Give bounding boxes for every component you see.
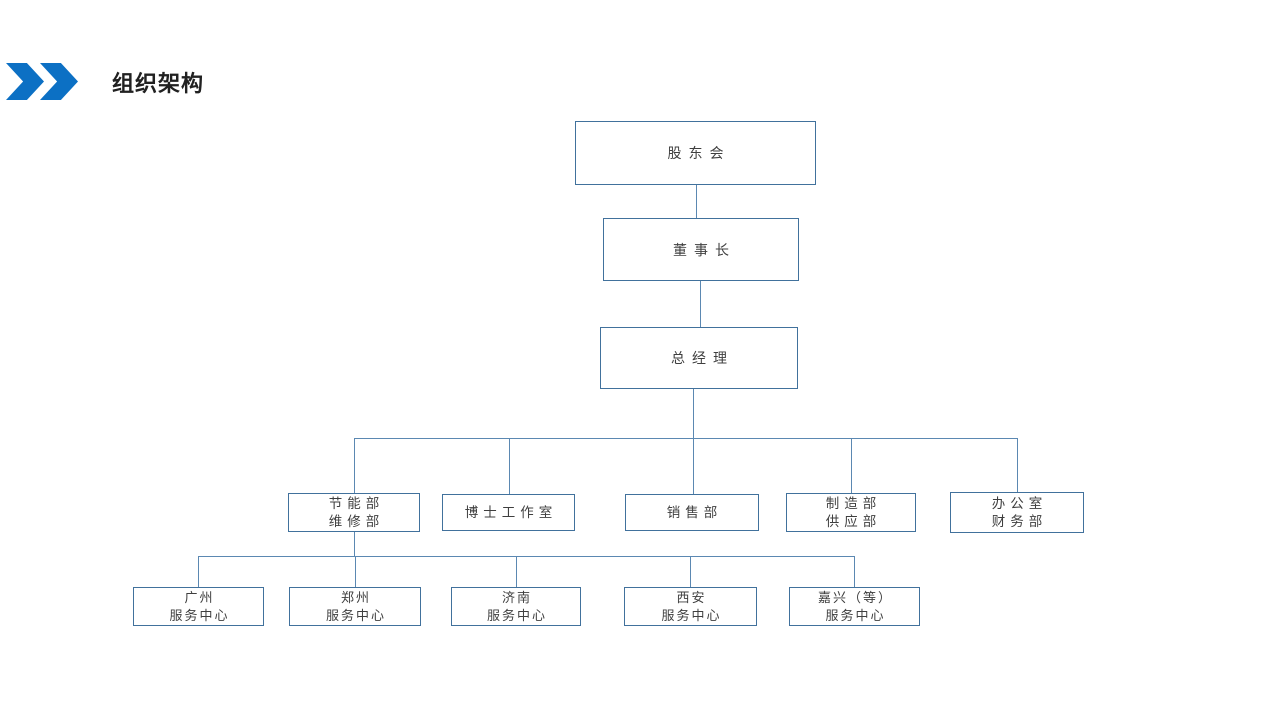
org-node-label: 博士工作室 — [464, 504, 558, 520]
org-node-label: 服务中心 — [661, 607, 722, 623]
connector-line — [198, 556, 199, 587]
chevron-right-icon — [6, 63, 44, 100]
connector-line — [696, 185, 697, 218]
org-node-zhengzhou-service-center: 郑州 服务中心 — [289, 587, 421, 626]
org-node-label: 节能部 — [328, 495, 385, 511]
connector-line — [354, 532, 355, 556]
org-node-label: 广州 — [184, 589, 215, 605]
org-node-doctor-studio: 博士工作室 — [442, 494, 575, 531]
org-node-chairman: 董事长 — [603, 218, 799, 281]
connector-line — [354, 438, 1017, 439]
org-node-label: 服务中心 — [325, 607, 386, 623]
connector-line — [509, 438, 510, 494]
org-node-energy-maintenance-dept: 节能部 维修部 — [288, 493, 420, 532]
connector-line — [198, 556, 855, 557]
page-title: 组织架构 — [112, 71, 205, 96]
org-node-shareholders: 股东会 — [575, 121, 816, 185]
connector-line — [690, 556, 691, 587]
org-node-label: 总经理 — [671, 350, 734, 366]
chevron-right-icon — [40, 63, 78, 100]
org-node-xian-service-center: 西安 服务中心 — [624, 587, 757, 626]
org-node-label: 服务中心 — [169, 607, 230, 623]
org-node-label: 嘉兴（等） — [817, 589, 893, 605]
org-node-office-finance-dept: 办公室 财务部 — [950, 492, 1084, 533]
connector-line — [693, 389, 694, 494]
org-node-label: 西安 — [676, 589, 707, 605]
org-node-jinan-service-center: 济南 服务中心 — [451, 587, 581, 626]
org-node-label: 郑州 — [340, 589, 371, 605]
org-node-label: 制造部 — [825, 495, 882, 511]
connector-line — [854, 556, 855, 587]
org-node-jiaxing-service-center: 嘉兴（等） 服务中心 — [789, 587, 920, 626]
org-node-manufacturing-supply-dept: 制造部 供应部 — [786, 493, 916, 532]
connector-line — [355, 556, 356, 587]
connector-line — [1017, 438, 1018, 492]
org-node-label: 股东会 — [667, 145, 731, 161]
org-node-label: 财务部 — [991, 513, 1048, 529]
org-node-label: 服务中心 — [486, 607, 547, 623]
org-node-label: 济南 — [501, 589, 532, 605]
org-node-sales-dept: 销售部 — [625, 494, 759, 531]
org-node-label: 董事长 — [673, 241, 736, 258]
org-node-label: 供应部 — [825, 513, 882, 529]
org-node-general-manager: 总经理 — [600, 327, 798, 389]
connector-line — [700, 281, 701, 327]
org-node-label: 销售部 — [666, 504, 723, 520]
org-node-label: 维修部 — [328, 513, 385, 529]
org-node-guangzhou-service-center: 广州 服务中心 — [133, 587, 264, 626]
org-node-label: 服务中心 — [825, 607, 886, 623]
connector-line — [354, 438, 355, 493]
connector-line — [516, 556, 517, 587]
connector-line — [851, 438, 852, 493]
org-node-label: 办公室 — [991, 495, 1048, 511]
